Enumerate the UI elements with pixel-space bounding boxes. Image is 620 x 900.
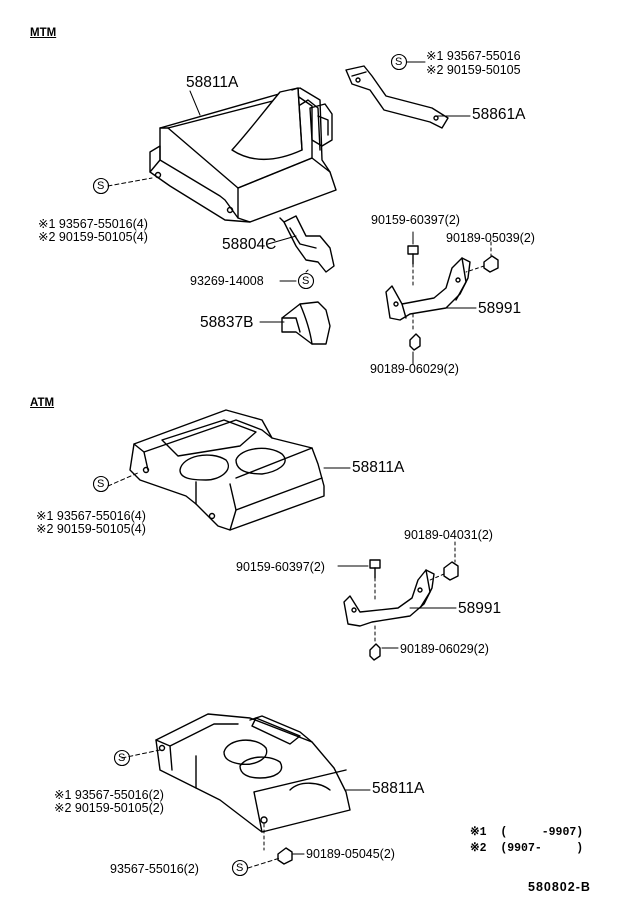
label-mtm-90189-05039: 90189-05039(2) — [446, 231, 535, 245]
atm-console-58811a — [129, 409, 325, 531]
label-atm-90189-06029: 90189-06029(2) — [400, 642, 489, 656]
mtm-clip-90189-05039 — [483, 255, 499, 273]
label-atm-screw2: ※2 90159-50105(4) — [36, 522, 146, 536]
atm-clip-90189-06029 — [369, 643, 381, 661]
s-callout-circles — [92, 53, 408, 877]
label-atm-58811a: 58811A — [352, 459, 405, 476]
label-mtm-90159-60397: 90159-60397(2) — [371, 213, 460, 227]
label-mtm-58991: 58991 — [478, 300, 522, 317]
label-mtm-screw2: ※2 90159-50105(4) — [38, 230, 148, 244]
atm-bolt-90159-60397 — [369, 559, 381, 579]
atm-clip-90189-04031 — [443, 561, 459, 581]
diagram-code: 580802-B — [528, 880, 591, 894]
s-callout-2: S — [97, 180, 105, 192]
label-mtm-93269: 93269-14008 — [190, 274, 264, 288]
section-atm: ATM — [30, 397, 55, 409]
label-mtm-58861a: 58861A — [472, 106, 526, 123]
mtm-bolt-90159-60397 — [407, 245, 419, 265]
atm-bracket-58991 — [343, 569, 435, 627]
label-mtm-screw1: ※1 93567-55016(4) — [38, 217, 148, 231]
label-mtm-note1: ※1 93567-55016 — [426, 49, 521, 63]
label-rear-90189-05045: 90189-05045(2) — [306, 847, 395, 861]
section-mtm: MTM — [30, 27, 57, 39]
label-mtm-note2: ※2 90159-50105 — [426, 63, 521, 77]
s-callout-4: S — [97, 478, 105, 490]
rear-console-58811a — [155, 713, 351, 833]
mtm-bracket-58804c — [279, 215, 335, 273]
s-callout-1: S — [395, 56, 403, 68]
label-mtm-58811a: 58811A — [186, 74, 239, 91]
s-callout-5: S — [118, 752, 126, 764]
rear-clip-90189-05045 — [277, 847, 293, 865]
mtm-console-58811a — [149, 87, 337, 223]
label-mtm-58837b: 58837B — [200, 314, 254, 331]
label-rear-screw1: ※1 93567-55016(2) — [54, 788, 164, 802]
label-mtm-58804c: 58804C — [222, 236, 277, 253]
mtm-bracket-58991 — [385, 257, 471, 321]
label-rear-93567: 93567-55016(2) — [110, 862, 199, 876]
label-atm-90159-60397: 90159-60397(2) — [236, 560, 325, 574]
legend-note2: ※2 (9907- ) — [470, 842, 584, 855]
label-rear-screw2: ※2 90159-50105(2) — [54, 801, 164, 815]
label-rear-58811a: 58811A — [372, 780, 425, 797]
mtm-bracket-58861a — [345, 65, 449, 129]
mtm-cover-58837b — [281, 301, 331, 345]
label-mtm-90189-06029: 90189-06029(2) — [370, 362, 459, 376]
label-atm-screw1: ※1 93567-55016(4) — [36, 509, 146, 523]
mtm-clip-90189-06029 — [409, 333, 421, 351]
s-callout-3: S — [302, 275, 310, 287]
s-callout-6: S — [236, 862, 244, 874]
label-atm-90189-04031: 90189-04031(2) — [404, 528, 493, 542]
legend-note1: ※1 ( -9907) — [470, 826, 584, 839]
label-atm-58991: 58991 — [458, 600, 502, 617]
